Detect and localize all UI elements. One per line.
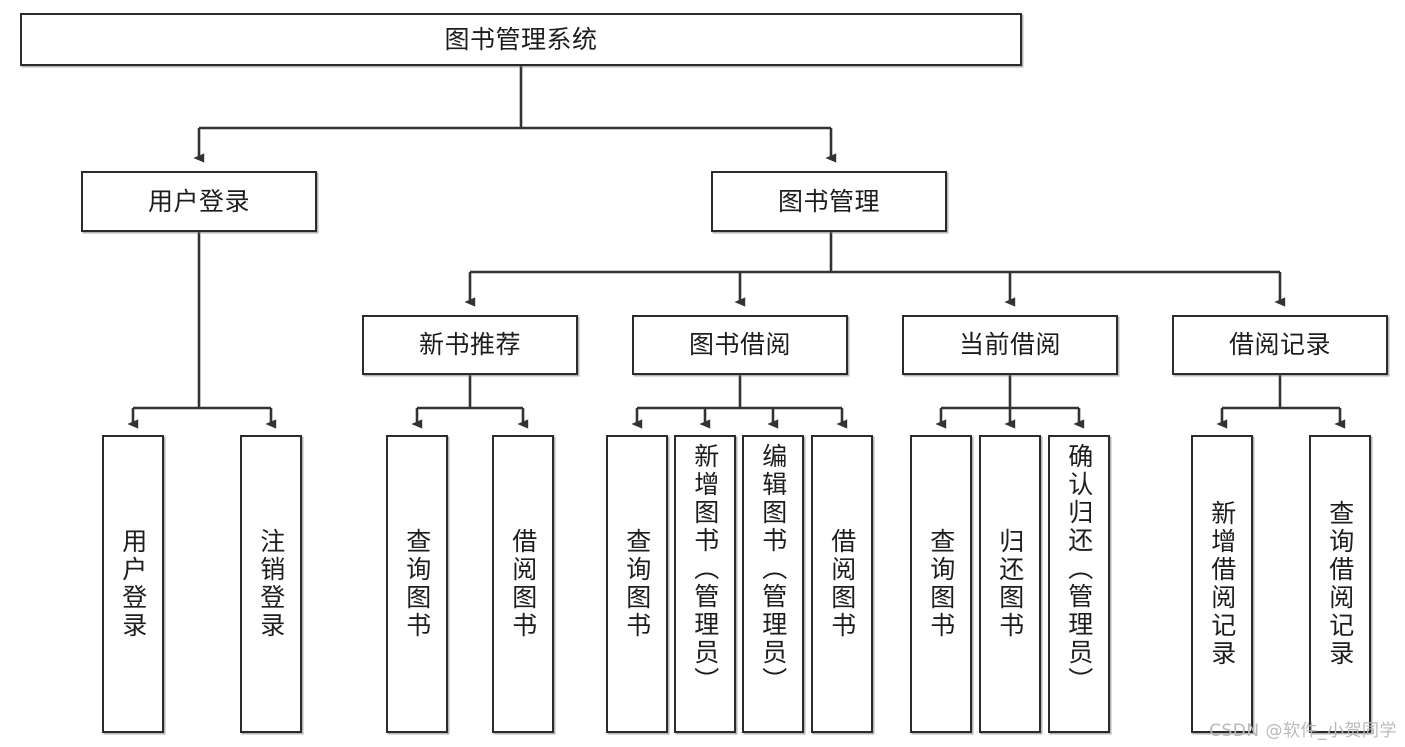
node-book-borrow-label: 图书借阅: [688, 330, 791, 360]
node-borrow-record[interactable]: 借阅记录: [1172, 315, 1388, 375]
leaf-query-record[interactable]: 查询借阅记录: [1309, 435, 1371, 733]
leaf-edit-book-label: 编辑图书（管理员）: [758, 443, 788, 695]
leaf-confirm-return-label: 确认归还（管理员）: [1064, 443, 1094, 695]
leaf-query-record-label: 查询借阅记录: [1325, 500, 1355, 668]
leaf-query-book-rec[interactable]: 查询图书: [386, 435, 448, 733]
leaf-borrow-book-label: 借阅图书: [827, 528, 857, 640]
leaf-borrow-book[interactable]: 借阅图书: [811, 435, 873, 733]
leaf-add-book[interactable]: 新增图书（管理员）: [674, 435, 736, 733]
leaf-edit-book[interactable]: 编辑图书（管理员）: [742, 435, 804, 733]
node-current-borrow-label: 当前借阅: [958, 330, 1061, 360]
leaf-query-book-borrow-label: 查询图书: [622, 528, 652, 640]
leaf-query-book-current-label: 查询图书: [926, 528, 956, 640]
leaf-add-record-label: 新增借阅记录: [1207, 500, 1237, 668]
node-borrow-record-label: 借阅记录: [1228, 330, 1331, 360]
leaf-confirm-return[interactable]: 确认归还（管理员）: [1048, 435, 1110, 733]
leaf-return-book[interactable]: 归还图书: [979, 435, 1041, 733]
node-root[interactable]: 图书管理系统: [20, 13, 1022, 66]
leaf-logout-label: 注销登录: [256, 528, 286, 640]
leaf-query-book-current[interactable]: 查询图书: [910, 435, 972, 733]
leaf-user-login-label: 用户登录: [118, 528, 148, 640]
node-current-borrow[interactable]: 当前借阅: [902, 315, 1118, 375]
leaf-user-login[interactable]: 用户登录: [102, 435, 164, 733]
leaf-borrow-book-rec[interactable]: 借阅图书: [492, 435, 554, 733]
node-book-manage-label: 图书管理: [777, 186, 880, 216]
leaf-borrow-book-rec-label: 借阅图书: [508, 528, 538, 640]
node-root-label: 图书管理系统: [444, 24, 598, 54]
node-user-login-label: 用户登录: [147, 186, 250, 216]
leaf-query-book-rec-label: 查询图书: [402, 528, 432, 640]
csdn-watermark: CSDN @软件_小贺同学: [1209, 721, 1397, 741]
node-user-login[interactable]: 用户登录: [81, 171, 317, 232]
node-new-book-rec-label: 新书推荐: [418, 330, 521, 360]
node-book-manage[interactable]: 图书管理: [711, 171, 947, 232]
leaf-return-book-label: 归还图书: [995, 528, 1025, 640]
leaf-add-book-label: 新增图书（管理员）: [690, 443, 720, 695]
leaf-add-record[interactable]: 新增借阅记录: [1191, 435, 1253, 733]
node-new-book-rec[interactable]: 新书推荐: [362, 315, 578, 375]
leaf-query-book-borrow[interactable]: 查询图书: [606, 435, 668, 733]
node-book-borrow[interactable]: 图书借阅: [632, 315, 848, 375]
leaf-logout[interactable]: 注销登录: [240, 435, 302, 733]
